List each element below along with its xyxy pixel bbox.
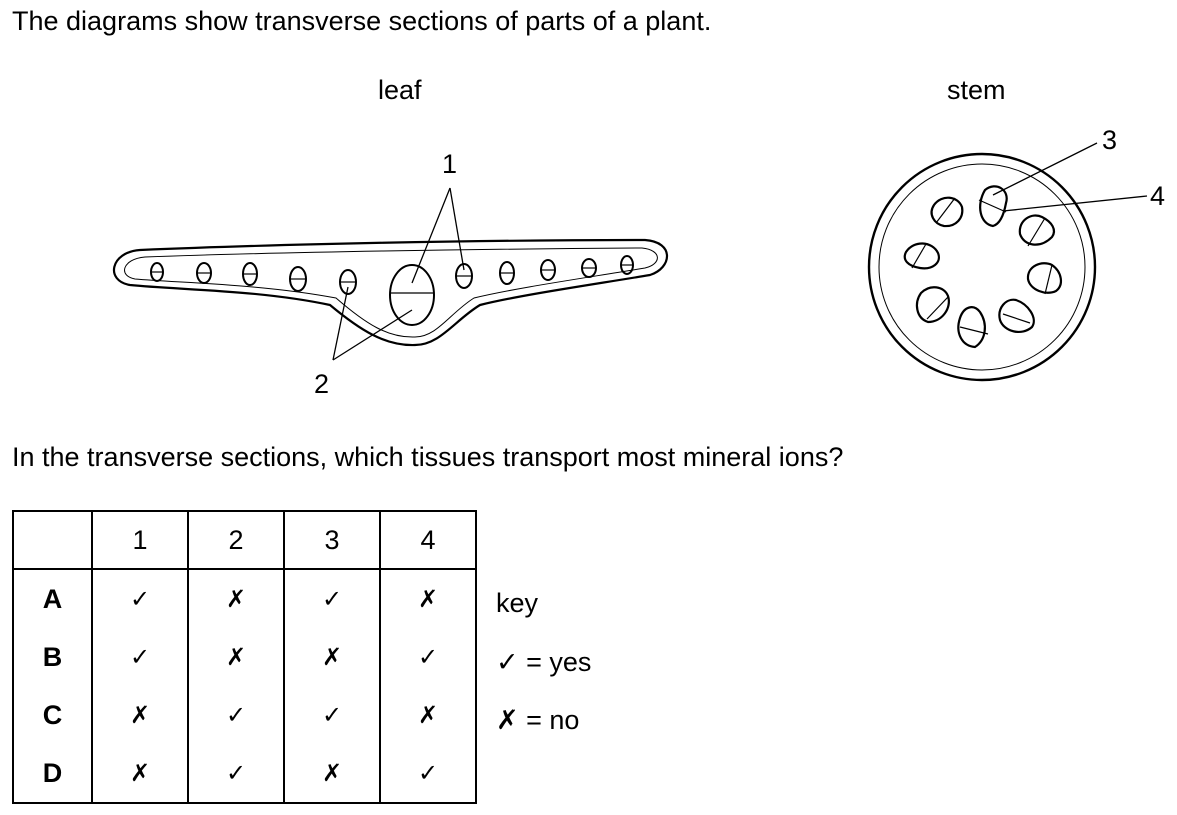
table-cell-mark: ✗ — [187, 628, 285, 686]
table-cell-mark: ✗ — [91, 744, 189, 803]
key-yes-entry: ✓ = yes — [496, 647, 592, 677]
option-letter[interactable]: A — [12, 569, 93, 628]
option-row-c[interactable]: C ✗ ✓ ✓ ✗ — [12, 686, 477, 744]
option-row-a[interactable]: A ✓ ✗ ✓ ✗ — [12, 569, 477, 628]
column-header: 1 — [91, 511, 189, 570]
stem-bundle — [903, 242, 940, 270]
table-cell-mark: ✓ — [187, 686, 285, 744]
stem-diagram — [867, 142, 1148, 382]
table-cell-mark: ✓ — [379, 628, 477, 686]
stem-bundle — [1026, 262, 1062, 294]
column-header: 4 — [379, 511, 477, 570]
question-text: In the transverse sections, which tissue… — [12, 442, 844, 472]
leaf-diagram — [112, 187, 668, 361]
leaf-midrib-bundle — [389, 264, 435, 326]
table-cell-mark: ✗ — [379, 569, 477, 628]
option-letter[interactable]: D — [12, 744, 93, 803]
option-row-d[interactable]: D ✗ ✓ ✗ ✓ — [12, 744, 477, 803]
column-header: 3 — [283, 511, 381, 570]
stem-bundle — [930, 196, 964, 228]
leaf-label-lines — [332, 187, 465, 361]
key-no-entry: ✗ = no — [496, 705, 580, 735]
answer-table: 1 2 3 4 A ✓ ✗ ✓ ✗ B ✓ ✗ ✗ ✓ C ✗ ✓ ✓ ✗ D — [12, 510, 477, 804]
leaf-diagram-title: leaf — [378, 75, 422, 105]
table-cell-mark: ✓ — [283, 569, 381, 628]
table-cell-mark: ✓ — [283, 686, 381, 744]
stem-bundle — [998, 298, 1035, 333]
table-cell-mark: ✓ — [187, 744, 285, 803]
option-letter[interactable]: B — [12, 628, 93, 686]
stem-bundle — [979, 185, 1008, 228]
column-header: 2 — [187, 511, 285, 570]
stem-outline — [867, 152, 1097, 382]
question-intro: The diagrams show transverse sections of… — [12, 6, 712, 36]
table-header-row: 1 2 3 4 — [12, 511, 477, 570]
stem-label-lines — [992, 142, 1148, 212]
stem-vascular-bundles — [903, 185, 1062, 349]
option-row-b[interactable]: B ✓ ✗ ✗ ✓ — [12, 628, 477, 686]
table-cell-mark: ✓ — [91, 628, 189, 686]
table-cell-mark: ✓ — [91, 569, 189, 628]
stem-bundle — [1018, 214, 1056, 246]
table-cell-mark: ✗ — [187, 569, 285, 628]
table-cell-mark: ✗ — [91, 686, 189, 744]
table-corner-cell — [12, 511, 93, 570]
stem-label-3: 3 — [1102, 125, 1117, 155]
table-cell-mark: ✗ — [283, 744, 381, 803]
stem-bundle — [957, 306, 986, 349]
stem-inner-ring — [878, 163, 1086, 371]
stem-bundle — [915, 286, 950, 324]
stem-diagram-title: stem — [947, 75, 1006, 105]
key-title: key — [496, 588, 539, 618]
table-cell-mark: ✗ — [379, 686, 477, 744]
plant-section-diagrams: 1 2 3 4 — [112, 125, 1165, 399]
leaf-label-1: 1 — [442, 149, 457, 179]
stem-label-4: 4 — [1150, 181, 1165, 211]
option-letter[interactable]: C — [12, 686, 93, 744]
leaf-label-2: 2 — [314, 369, 329, 399]
table-cell-mark: ✗ — [283, 628, 381, 686]
leaf-outline — [112, 238, 668, 347]
table-cell-mark: ✓ — [379, 744, 477, 803]
